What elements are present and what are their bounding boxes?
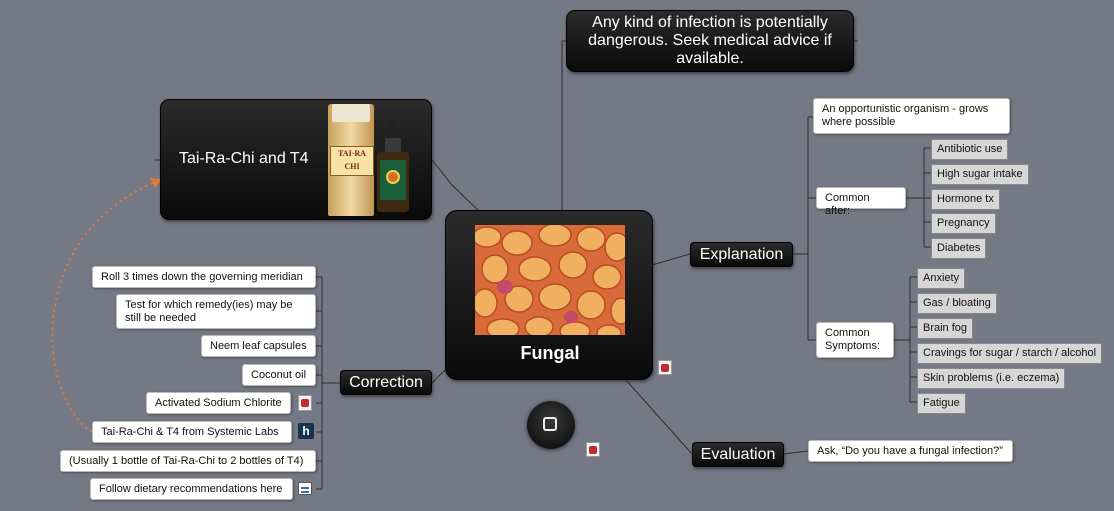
explanation-definition[interactable]: An opportunistic organism - grows where … bbox=[813, 98, 1010, 134]
common-after-item[interactable]: Hormone tx bbox=[931, 189, 1000, 210]
correction-item[interactable]: Follow dietary recommendations here bbox=[90, 478, 293, 500]
symptom-item[interactable]: Brain fog bbox=[917, 318, 974, 339]
pdf-icon[interactable] bbox=[586, 442, 600, 457]
symptom-item[interactable]: Gas / bloating bbox=[917, 293, 997, 314]
explanation-topic[interactable]: Explanation bbox=[690, 242, 793, 267]
correction-item[interactable]: Coconut oil bbox=[242, 364, 316, 386]
warning-text: Any kind of infection is potentially dan… bbox=[588, 14, 832, 67]
fungal-cells-image bbox=[475, 225, 625, 335]
explanation-label: Explanation bbox=[699, 245, 784, 263]
correction-item[interactable]: Roll 3 times down the governing meridian bbox=[92, 266, 316, 288]
symptom-item[interactable]: Skin problems (i.e. eczema) bbox=[917, 368, 1066, 389]
square-button-icon bbox=[543, 417, 557, 431]
common-after-item[interactable]: Pregnancy bbox=[931, 213, 996, 234]
connector-symptoms bbox=[894, 276, 917, 403]
pdf-icon[interactable] bbox=[658, 360, 672, 375]
symptom-item[interactable]: Anxiety bbox=[917, 268, 966, 289]
connector-evaluation-question bbox=[783, 450, 809, 455]
floating-round-button[interactable] bbox=[527, 401, 575, 449]
evaluation-topic[interactable]: Evaluation bbox=[692, 442, 784, 467]
pdf-icon[interactable] bbox=[298, 395, 312, 411]
warning-topic[interactable]: Any kind of infection is potentially dan… bbox=[566, 10, 854, 72]
common-after-item[interactable]: Diabetes bbox=[931, 238, 987, 259]
symptom-item[interactable]: Fatigue bbox=[917, 393, 966, 414]
bottle-label: TAI·RA CHI bbox=[330, 146, 374, 176]
product-topic[interactable]: Tai-Ra-Chi and T4 TAI·RA CHI bbox=[160, 99, 432, 220]
connector-product bbox=[431, 159, 481, 213]
connector-warning bbox=[561, 40, 566, 212]
evaluation-label: Evaluation bbox=[700, 445, 776, 463]
relationship-arrow bbox=[51, 181, 156, 433]
link-icon[interactable]: h bbox=[298, 423, 314, 439]
connector-common-after bbox=[906, 147, 931, 248]
product-title: Tai-Ra-Chi and T4 bbox=[179, 150, 309, 167]
connector-correction-branches bbox=[316, 276, 340, 490]
correction-item[interactable]: Tai-Ra-Chi & T4 from Systemic Labs bbox=[92, 421, 292, 443]
common-symptoms-topic[interactable]: Common Symptoms: bbox=[816, 322, 894, 358]
connector-correction bbox=[431, 369, 446, 384]
correction-item[interactable]: (Usually 1 bottle of Tai-Ra-Chi to 2 bot… bbox=[60, 450, 316, 472]
symptom-item[interactable]: Cravings for sugar / starch / alcohol bbox=[917, 343, 1103, 364]
connector-explanation-branches bbox=[793, 116, 816, 341]
connector-explanation bbox=[651, 253, 691, 266]
common-after-item[interactable]: Antibiotic use bbox=[931, 139, 1009, 160]
t4-dropper-bottle-image bbox=[377, 120, 409, 214]
evaluation-question[interactable]: Ask, “Do you have a fungal infection?” bbox=[808, 440, 1013, 462]
central-topic[interactable]: Fungal bbox=[445, 210, 653, 380]
correction-topic[interactable]: Correction bbox=[340, 370, 432, 395]
central-title: Fungal bbox=[520, 343, 580, 363]
relationship-arrowhead bbox=[150, 178, 162, 188]
connector-evaluation bbox=[625, 379, 693, 455]
correction-item[interactable]: Activated Sodium Chlorite bbox=[146, 392, 291, 414]
correction-item[interactable]: Test for which remedy(ies) may be still … bbox=[116, 294, 316, 329]
tai-ra-chi-bottle-image: TAI·RA CHI bbox=[328, 104, 374, 216]
common-after-topic[interactable]: Common after: bbox=[816, 187, 906, 217]
correction-item[interactable]: Neem leaf capsules bbox=[201, 335, 316, 357]
document-icon[interactable] bbox=[298, 482, 312, 495]
common-after-item[interactable]: High sugar intake bbox=[931, 164, 1029, 185]
correction-label: Correction bbox=[349, 373, 423, 391]
